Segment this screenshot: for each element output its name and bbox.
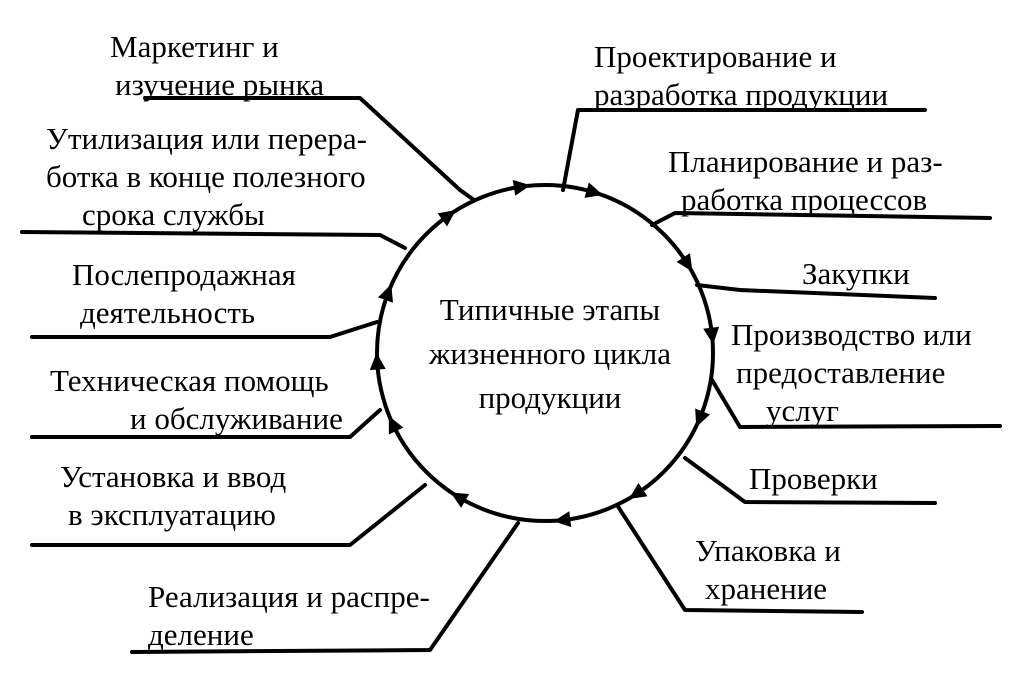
leader-line-process-planning [650, 211, 992, 227]
stage-label-line: предоставление [736, 355, 946, 390]
stage-label-line: Маркетинг и [110, 29, 279, 64]
stage-label-process-planning: Планирование и раз- работка процессов [668, 143, 943, 219]
flow-arrows [369, 179, 720, 528]
flow-arrowhead [377, 284, 394, 303]
stage-label-line: в эксплуатацию [68, 497, 276, 532]
leader-line-packaging [615, 503, 864, 614]
stage-label-line: Закупки [802, 256, 910, 291]
stage-label-purchasing: Закупки [802, 255, 910, 293]
center-title-line: продукции [478, 380, 622, 415]
stage-label-disposal: Утилизация или перера- ботка в конце пол… [46, 120, 367, 234]
leader-line-sales [130, 521, 520, 654]
flow-arrowhead [584, 182, 603, 198]
leader-line-disposal [20, 230, 407, 250]
stage-label-sales: Реализация и распре- деление [148, 578, 430, 654]
stage-label-line: срока службы [82, 197, 265, 232]
stage-label-line: работка процессов [681, 182, 928, 217]
flow-arrowhead [369, 352, 386, 371]
stage-label-line: разработка продукции [594, 77, 889, 112]
flow-arrowhead [437, 210, 456, 227]
stage-label-line: Установка и ввод [60, 459, 287, 494]
flow-arrowhead [676, 253, 693, 272]
leader-line-technical-support [30, 408, 382, 439]
stage-label-line: Проектирование и [594, 39, 837, 74]
stage-label-line: хранение [705, 571, 828, 606]
stage-label-line: деление [148, 617, 254, 652]
stage-label-line: ботка в конце полезного [46, 159, 366, 194]
leader-line-inspection [683, 456, 937, 505]
flow-arrowhead [695, 408, 710, 428]
leader-line-production [710, 378, 1002, 429]
leader-line-after-sales [30, 320, 379, 339]
stage-label-marketing: Маркетинг и изучение рынка [110, 28, 324, 104]
flow-arrowhead [628, 482, 648, 499]
stage-label-line: Послепродажная [72, 257, 296, 292]
flow-arrowhead [703, 326, 720, 345]
stage-label-installation: Установка и ввод в эксплуатацию [60, 458, 286, 534]
flow-arrowhead [388, 415, 404, 435]
lifecycle-circle [375, 183, 715, 523]
leader-line-design [561, 108, 927, 192]
stage-label-line: изучение рынка [115, 67, 324, 102]
stage-label-line: и обслуживание [130, 401, 343, 436]
stage-label-technical-support: Техническая помощь и обслуживание [50, 362, 343, 438]
stage-label-line: услуг [766, 393, 839, 428]
stage-label-line: Реализация и распре- [148, 579, 430, 614]
center-title: Типичные этапы жизненного цикла продукци… [395, 288, 705, 420]
stage-label-line: Планирование и раз- [668, 144, 943, 179]
stage-label-line: Упаковка и [695, 533, 841, 568]
center-title-line: жизненного цикла [429, 336, 671, 371]
leader-line-marketing [143, 96, 476, 202]
stage-label-production: Производство или предоставление услуг [731, 316, 972, 430]
stage-label-line: Утилизация или перера- [46, 121, 367, 156]
stage-label-line: деятельность [80, 295, 256, 330]
leader-line-installation [30, 483, 427, 547]
stage-label-inspection: Проверки [749, 460, 878, 498]
stage-label-after-sales: Послепродажная деятельность [72, 256, 296, 332]
stage-label-line: Проверки [749, 461, 878, 496]
flow-arrowhead [553, 511, 572, 528]
stage-label-line: Техническая помощь [50, 363, 329, 398]
stage-label-design: Проектирование и разработка продукции [594, 38, 888, 114]
leader-line-purchasing [695, 283, 937, 300]
center-title-line: Типичные этапы [439, 292, 661, 327]
flow-arrowhead [450, 492, 470, 508]
stage-label-line: Производство или [731, 317, 972, 352]
stage-label-packaging: Упаковка и хранение [695, 532, 841, 608]
flow-arrowhead [512, 179, 531, 196]
